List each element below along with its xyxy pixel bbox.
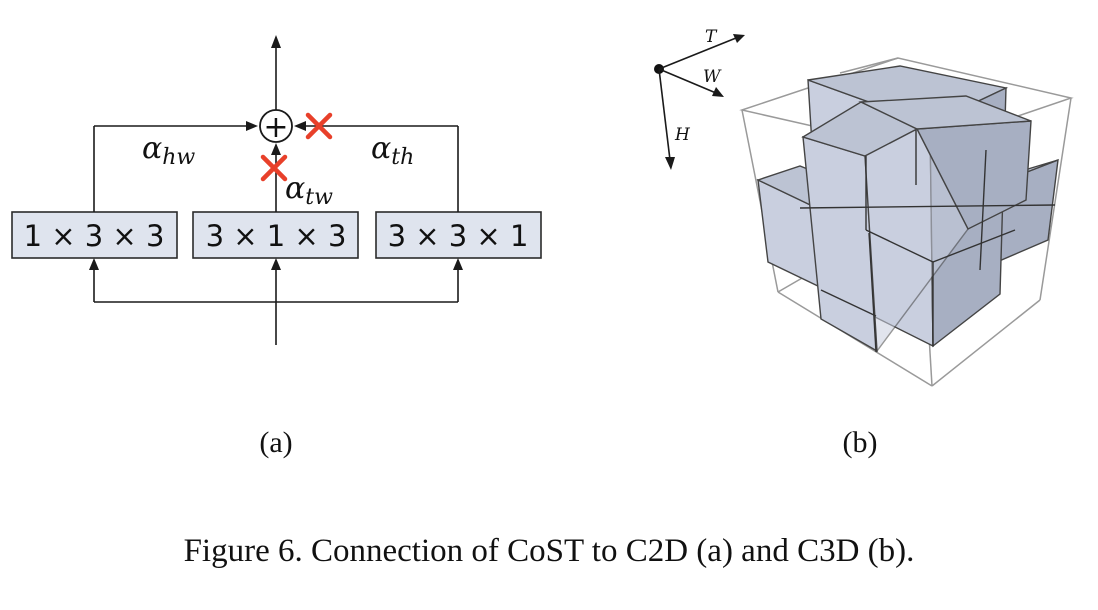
panel-b: T W H bbox=[654, 27, 1074, 459]
cross-icon-right bbox=[305, 112, 333, 140]
figure-caption: Figure 6. Connection of CoST to C2D (a) … bbox=[184, 533, 915, 569]
conv-box-3x1x3 bbox=[192, 211, 359, 259]
sum-icon: + bbox=[263, 110, 288, 145]
arrowhead-icon bbox=[665, 157, 675, 170]
conv-box-1x3x3 bbox=[11, 211, 178, 259]
axis-h-label: H bbox=[674, 125, 691, 145]
conv-box-3x1x3-label: 3 × 1 × 3 bbox=[206, 219, 347, 253]
axis-t-label: T bbox=[705, 27, 718, 47]
axis-w-label: W bbox=[703, 67, 722, 87]
panel-a: 1 × 3 × 3 3 × 1 × 3 3 × 3 × 1 + bbox=[11, 35, 542, 459]
cross-icon-middle bbox=[260, 154, 288, 182]
conv-box-3x3x1-label: 3 × 3 × 1 bbox=[388, 219, 529, 253]
panel-b-label: (b) bbox=[843, 426, 878, 459]
arrowhead-icon bbox=[271, 143, 281, 155]
panel-a-label: (a) bbox=[259, 426, 292, 459]
arrowhead-icon bbox=[271, 35, 281, 48]
cube-slab-wh bbox=[801, 95, 1032, 353]
arrowhead-icon bbox=[453, 258, 463, 270]
conv-box-1x3x3-label: 1 × 3 × 3 bbox=[24, 219, 165, 253]
arrowhead-icon bbox=[712, 87, 724, 97]
cube-edges bbox=[799, 130, 1056, 353]
alpha-th-label: αth bbox=[371, 131, 414, 170]
arrowhead-icon bbox=[733, 34, 745, 43]
arrowhead-icon bbox=[271, 258, 281, 270]
alpha-hw-label: αhw bbox=[142, 131, 195, 170]
alpha-tw-label: αtw bbox=[285, 171, 333, 210]
arrowhead-icon bbox=[246, 121, 258, 131]
axes-indicator: T W H bbox=[654, 27, 745, 170]
arrowhead-icon bbox=[89, 258, 99, 270]
arrowhead-icon bbox=[294, 121, 306, 131]
